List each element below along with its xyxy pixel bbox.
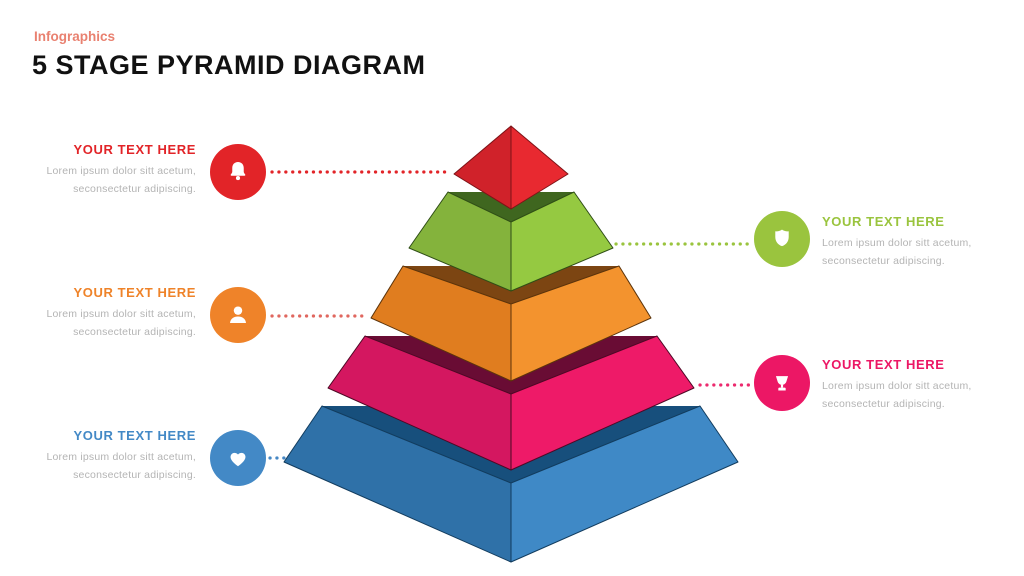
eyebrow-label: Infographics bbox=[34, 29, 116, 44]
dotted-connectors bbox=[268, 170, 752, 460]
page-title: 5 STAGE PYRAMID DIAGRAM bbox=[32, 50, 426, 80]
pyramid-layers bbox=[283, 125, 739, 563]
